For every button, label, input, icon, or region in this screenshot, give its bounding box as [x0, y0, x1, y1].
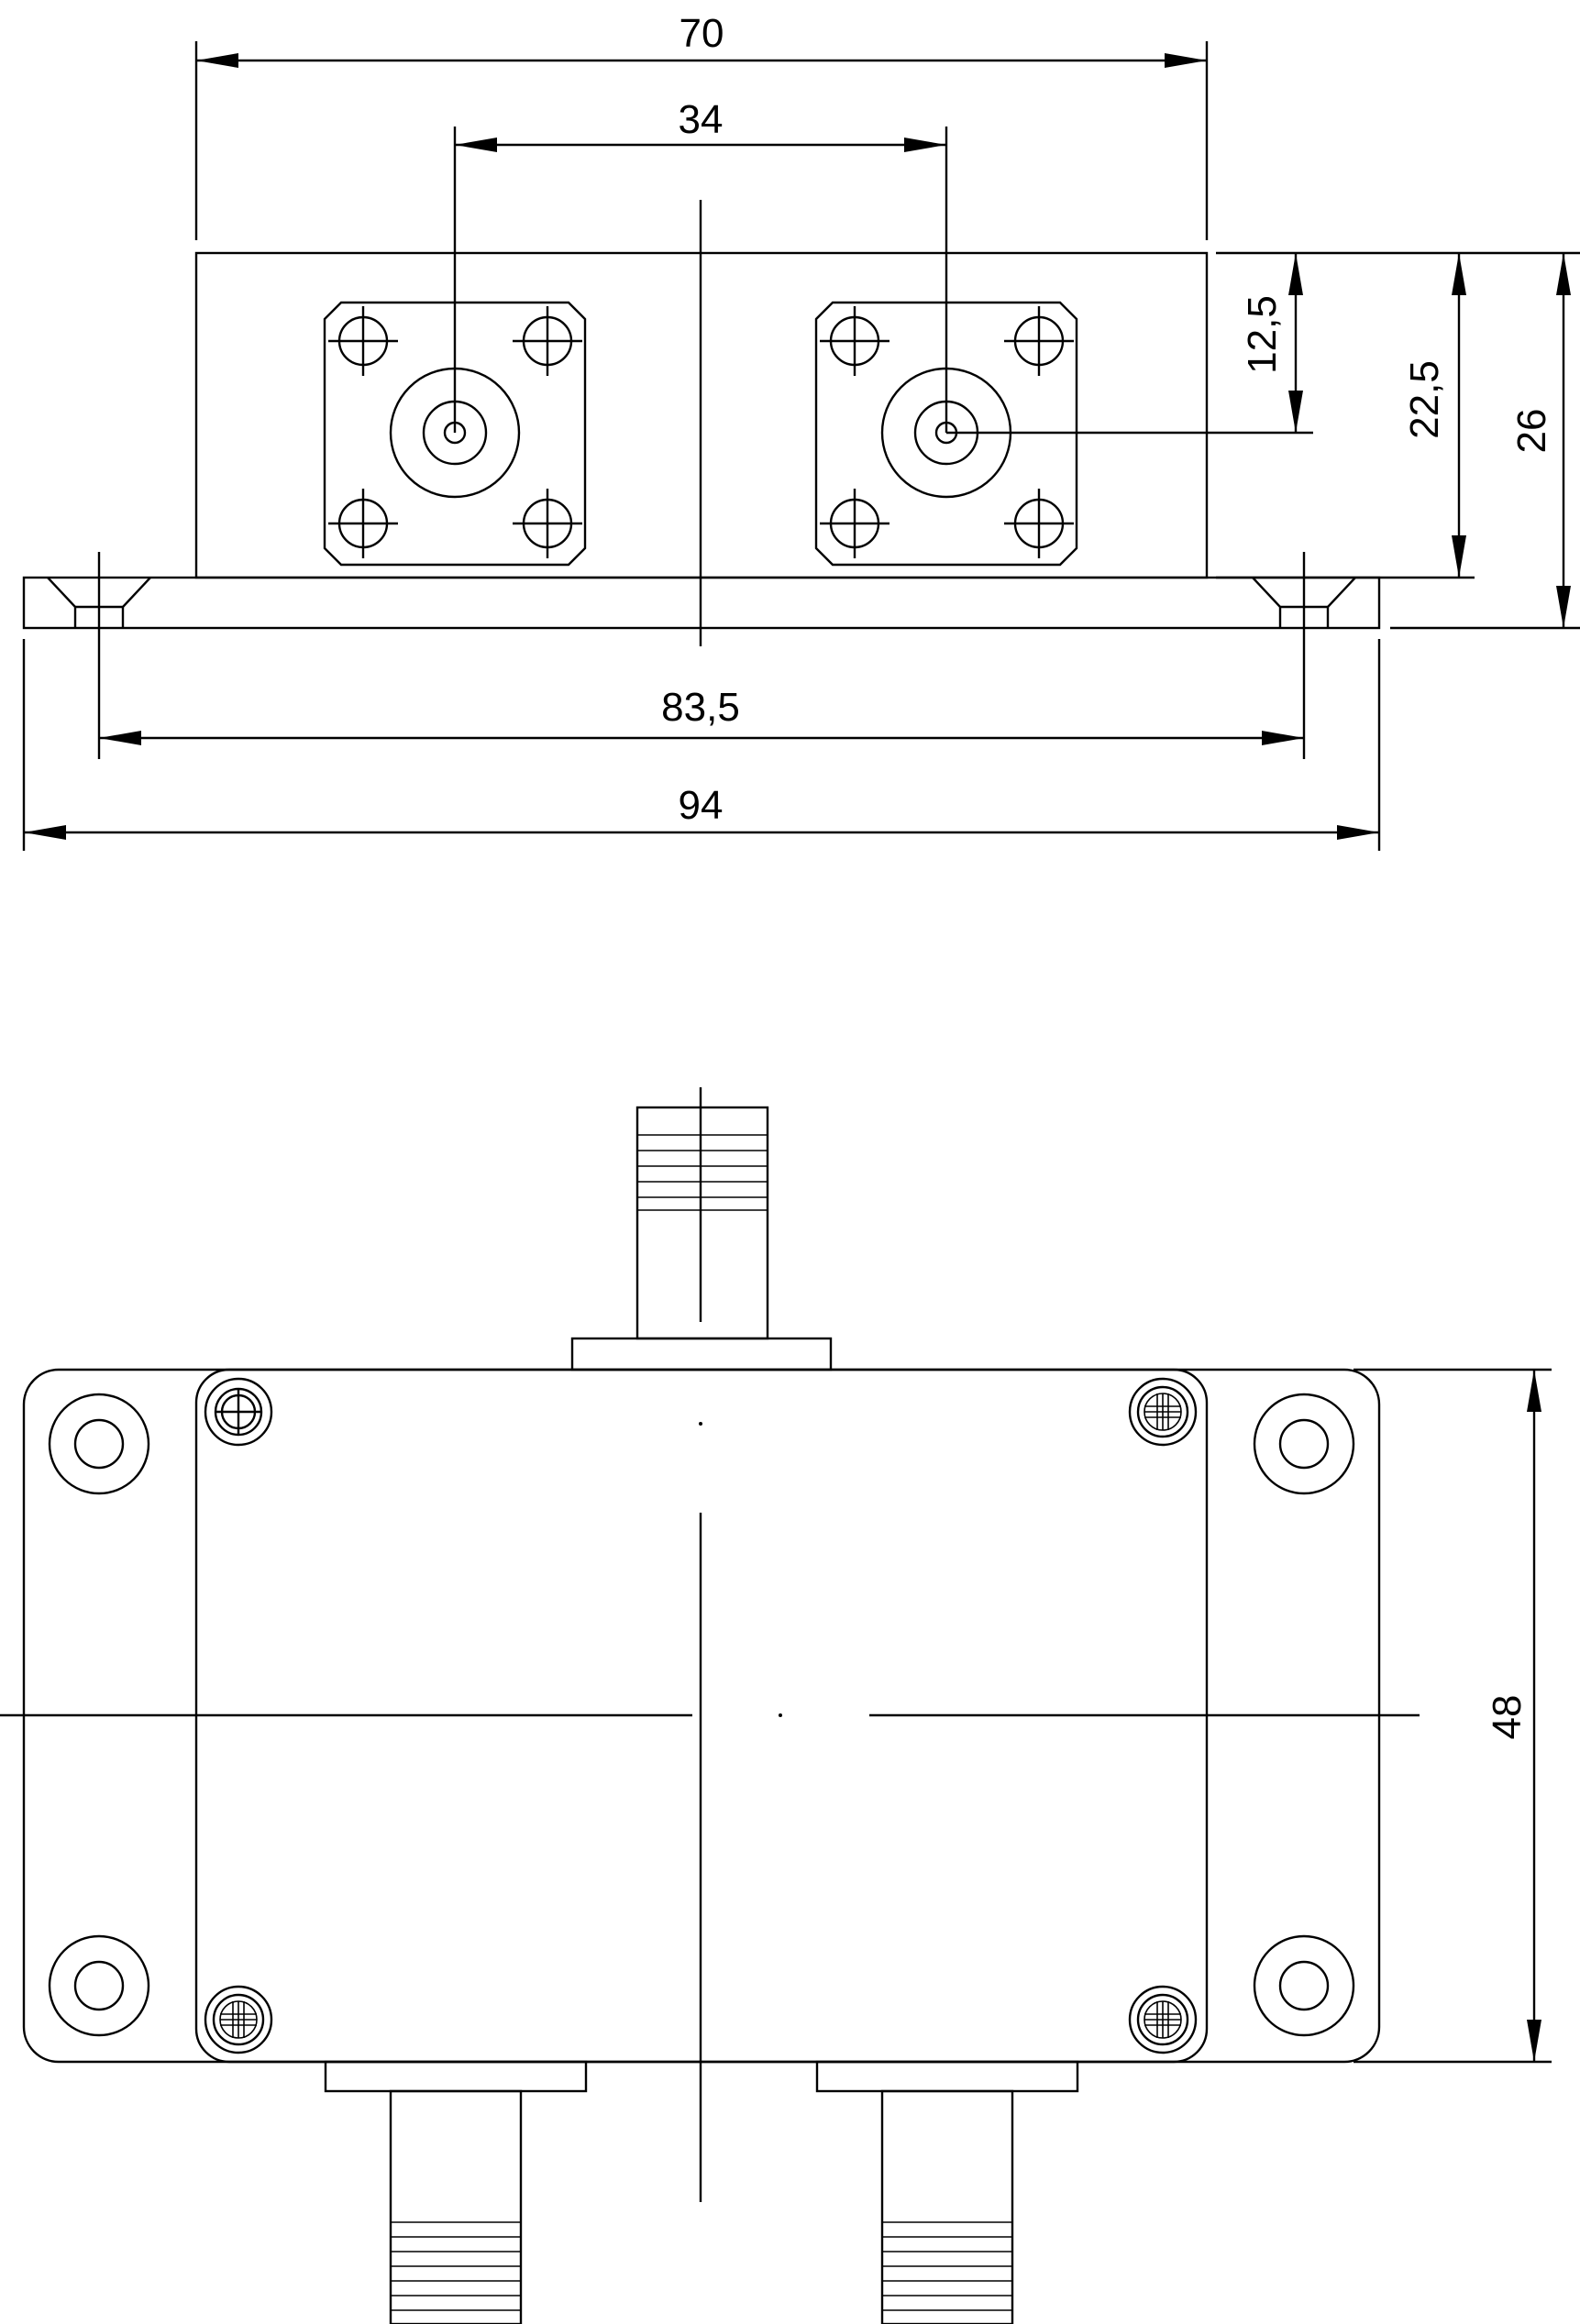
- dimension-26: 26: [1390, 253, 1580, 630]
- dimension-label-22-5: 22,5: [1402, 360, 1447, 439]
- dimension-83-5: 83,5: [99, 685, 1304, 745]
- dimension-label-34: 34: [679, 97, 724, 142]
- connector-bottom-left: [324, 2060, 588, 2324]
- dimension-label-94: 94: [679, 783, 724, 828]
- mounting-hole-top-left: [48, 1393, 150, 1495]
- dimension-label-70: 70: [680, 11, 724, 56]
- dimension-70: 70: [194, 11, 1209, 240]
- dimension-48: 48: [1353, 1368, 1552, 2064]
- lid-screw-top-left: [204, 1377, 273, 1447]
- connector-top: [570, 1106, 833, 1371]
- dimension-94: 94: [22, 639, 1381, 851]
- dimension-label-83-5: 83,5: [661, 685, 740, 730]
- dimension-22-5: 22,5: [1216, 253, 1475, 579]
- top-view: 48: [0, 1087, 1552, 2324]
- mounting-hole-bottom-left: [48, 1934, 150, 2037]
- dimension-34: 34: [453, 97, 948, 433]
- front-view: 70 34 83,5 94: [22, 11, 1580, 851]
- dimension-label-12-5: 12,5: [1240, 295, 1285, 374]
- dimension-label-48: 48: [1485, 1695, 1530, 1740]
- lid-screw-bottom-left: [204, 1985, 273, 2054]
- connector-bottom-right: [815, 2060, 1079, 2324]
- lid-screw-top-right: [1128, 1377, 1198, 1447]
- lid-screw-bottom-right: [1128, 1985, 1198, 2054]
- mounting-hole-top-right: [1253, 1393, 1355, 1495]
- dimension-12-5: 12,5: [946, 251, 1580, 435]
- dimension-label-26: 26: [1509, 409, 1554, 454]
- mounting-hole-bottom-right: [1253, 1934, 1355, 2037]
